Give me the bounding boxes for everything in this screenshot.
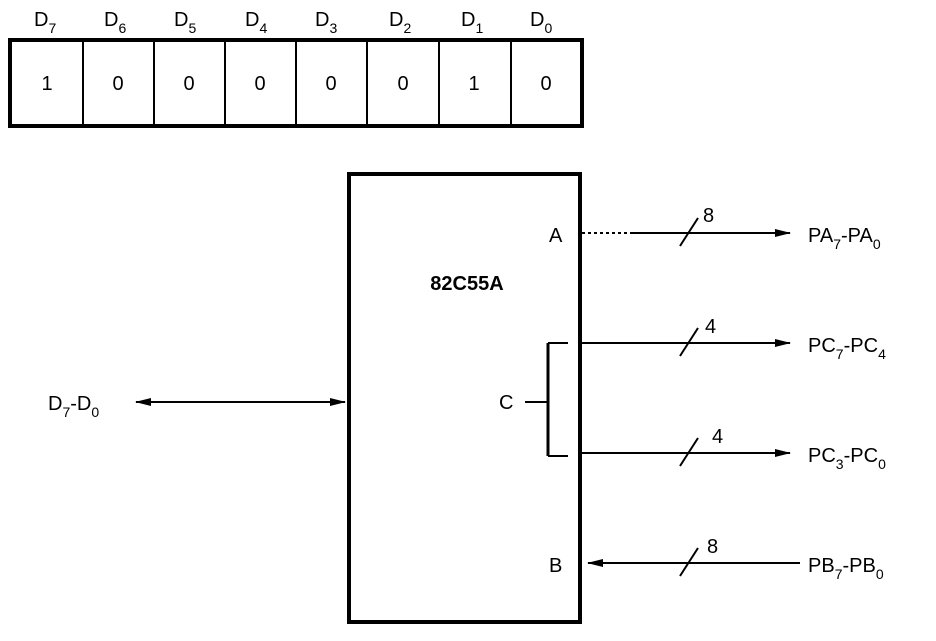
port-b-line: 8 PB7-PB0 (587, 536, 884, 582)
bit-value-d1: 1 (468, 73, 479, 95)
bit-header-d1: D1 (461, 9, 483, 36)
bit-header-d0: D0 (530, 9, 552, 36)
port-c-upper-bus-slash (679, 327, 699, 357)
data-bus-label: D7-D0 (48, 393, 99, 420)
bit-value-d2: 0 (397, 73, 408, 95)
port-c-bracket (525, 342, 568, 457)
port-a-label: A (549, 225, 563, 247)
chip-outline (347, 172, 582, 624)
bit-header-d4: D4 (245, 9, 267, 36)
bit-value-d7: 1 (41, 73, 52, 95)
port-a-width: 8 (703, 205, 714, 227)
pc-lower-label: PC3-PC0 (808, 445, 886, 472)
port-c-lower-width: 4 (712, 426, 723, 448)
port-c-upper-width: 4 (705, 316, 716, 338)
bit-value-d3: 0 (325, 73, 336, 95)
port-c-lower-line: 4 PC3-PC0 (582, 426, 886, 472)
port-c-lower-bus-slash (679, 437, 699, 467)
port-c-label: C (499, 392, 513, 414)
bit-header-d3: D3 (315, 9, 337, 36)
pc-upper-label: PC7-PC4 (808, 335, 886, 362)
port-a-bus-slash (679, 217, 699, 247)
bit-header-d7: D7 (34, 9, 56, 36)
bit-value-d6: 0 (112, 73, 123, 95)
chip-82c55a: 82C55A A C B (347, 172, 582, 624)
control-word-register: D7 D6 D5 D4 D3 D2 D1 D0 1 0 0 0 0 0 1 0 (8, 9, 584, 128)
data-bus-line: D7-D0 (48, 393, 346, 420)
bit-dividers (82, 40, 512, 126)
bit-value-d0: 0 (540, 73, 551, 95)
bit-value-d4: 0 (254, 73, 265, 95)
bit-headers: D7 D6 D5 D4 D3 D2 D1 D0 (34, 9, 552, 36)
port-b-bus-slash (679, 547, 699, 577)
port-a-line: 8 PA7-PA0 (582, 205, 881, 252)
port-b-label: B (549, 555, 562, 577)
port-c-upper-line: 4 PC7-PC4 (582, 316, 886, 362)
bit-header-d5: D5 (174, 9, 196, 36)
bit-values: 1 0 0 0 0 0 1 0 (41, 73, 551, 95)
pa-label: PA7-PA0 (808, 225, 881, 252)
bit-header-d2: D2 (389, 9, 411, 36)
pb-label: PB7-PB0 (808, 555, 884, 582)
bit-header-d6: D6 (104, 9, 126, 36)
bit-value-d5: 0 (183, 73, 194, 95)
port-b-width: 8 (707, 536, 718, 558)
chip-name: 82C55A (430, 273, 503, 295)
